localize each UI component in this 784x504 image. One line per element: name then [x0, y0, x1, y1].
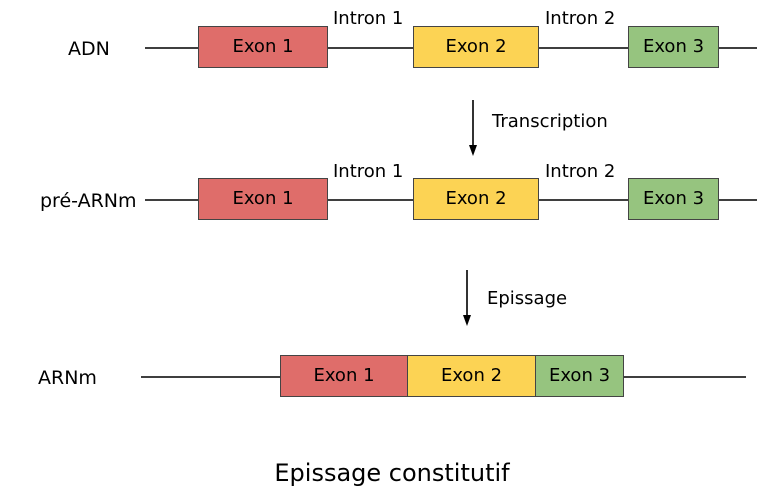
- row-label-arnm: ARNm: [38, 367, 97, 389]
- adn-exon-1: Exon 1: [198, 26, 328, 68]
- arnm-exon-3: Exon 3: [535, 355, 624, 397]
- transcription-label: Transcription: [492, 111, 608, 132]
- pre-arnm-strand-left: [145, 199, 199, 201]
- row-label-adn: ADN: [68, 38, 110, 60]
- adn-strand-right: [719, 47, 757, 49]
- arnm-exon-2: Exon 2: [407, 355, 536, 397]
- diagram-caption: Epissage constitutif: [274, 459, 510, 487]
- epissage-arrow: [463, 270, 471, 326]
- pre-arnm-strand-right: [719, 199, 757, 201]
- arnm-exon-1: Exon 1: [280, 355, 408, 397]
- pre-arnm-exon-1: Exon 1: [198, 178, 328, 220]
- adn-exon-2: Exon 2: [413, 26, 539, 68]
- pre-arnm-intron-2-label: Intron 2: [545, 161, 616, 182]
- adn-intron-1-line: [328, 47, 414, 49]
- adn-exon-1-label: Exon 1: [232, 36, 294, 57]
- epissage-label: Epissage: [487, 288, 568, 309]
- arnm-strand-right: [623, 376, 746, 378]
- arnm-exon-3-label: Exon 3: [548, 365, 611, 386]
- pre-arnm-intron-1-label: Intron 1: [333, 161, 404, 182]
- pre-arnm-exon-2: Exon 2: [413, 178, 539, 220]
- arnm-exon-1-label: Exon 1: [313, 365, 375, 386]
- adn-exon-3-label: Exon 3: [642, 36, 705, 57]
- row-label-pre-arnm: pré-ARNm: [40, 190, 137, 212]
- adn-strand-left: [145, 47, 199, 49]
- adn-exon-2-label: Exon 2: [445, 36, 507, 57]
- adn-intron-2-label: Intron 2: [545, 8, 616, 29]
- transcription-arrow: [469, 100, 477, 156]
- adn-intron-2-line: [539, 47, 629, 49]
- arnm-exon-2-label: Exon 2: [440, 365, 503, 386]
- adn-intron-1-label: Intron 1: [333, 8, 404, 29]
- pre-arnm-intron-2-line: [539, 199, 629, 201]
- pre-arnm-intron-1-line: [328, 199, 414, 201]
- pre-arnm-exon-3-label: Exon 3: [642, 188, 705, 209]
- pre-arnm-exon-1-label: Exon 1: [232, 188, 294, 209]
- pre-arnm-exon-2-label: Exon 2: [445, 188, 507, 209]
- pre-arnm-exon-3: Exon 3: [628, 178, 719, 220]
- arnm-strand-left: [141, 376, 281, 378]
- adn-exon-3: Exon 3: [628, 26, 719, 68]
